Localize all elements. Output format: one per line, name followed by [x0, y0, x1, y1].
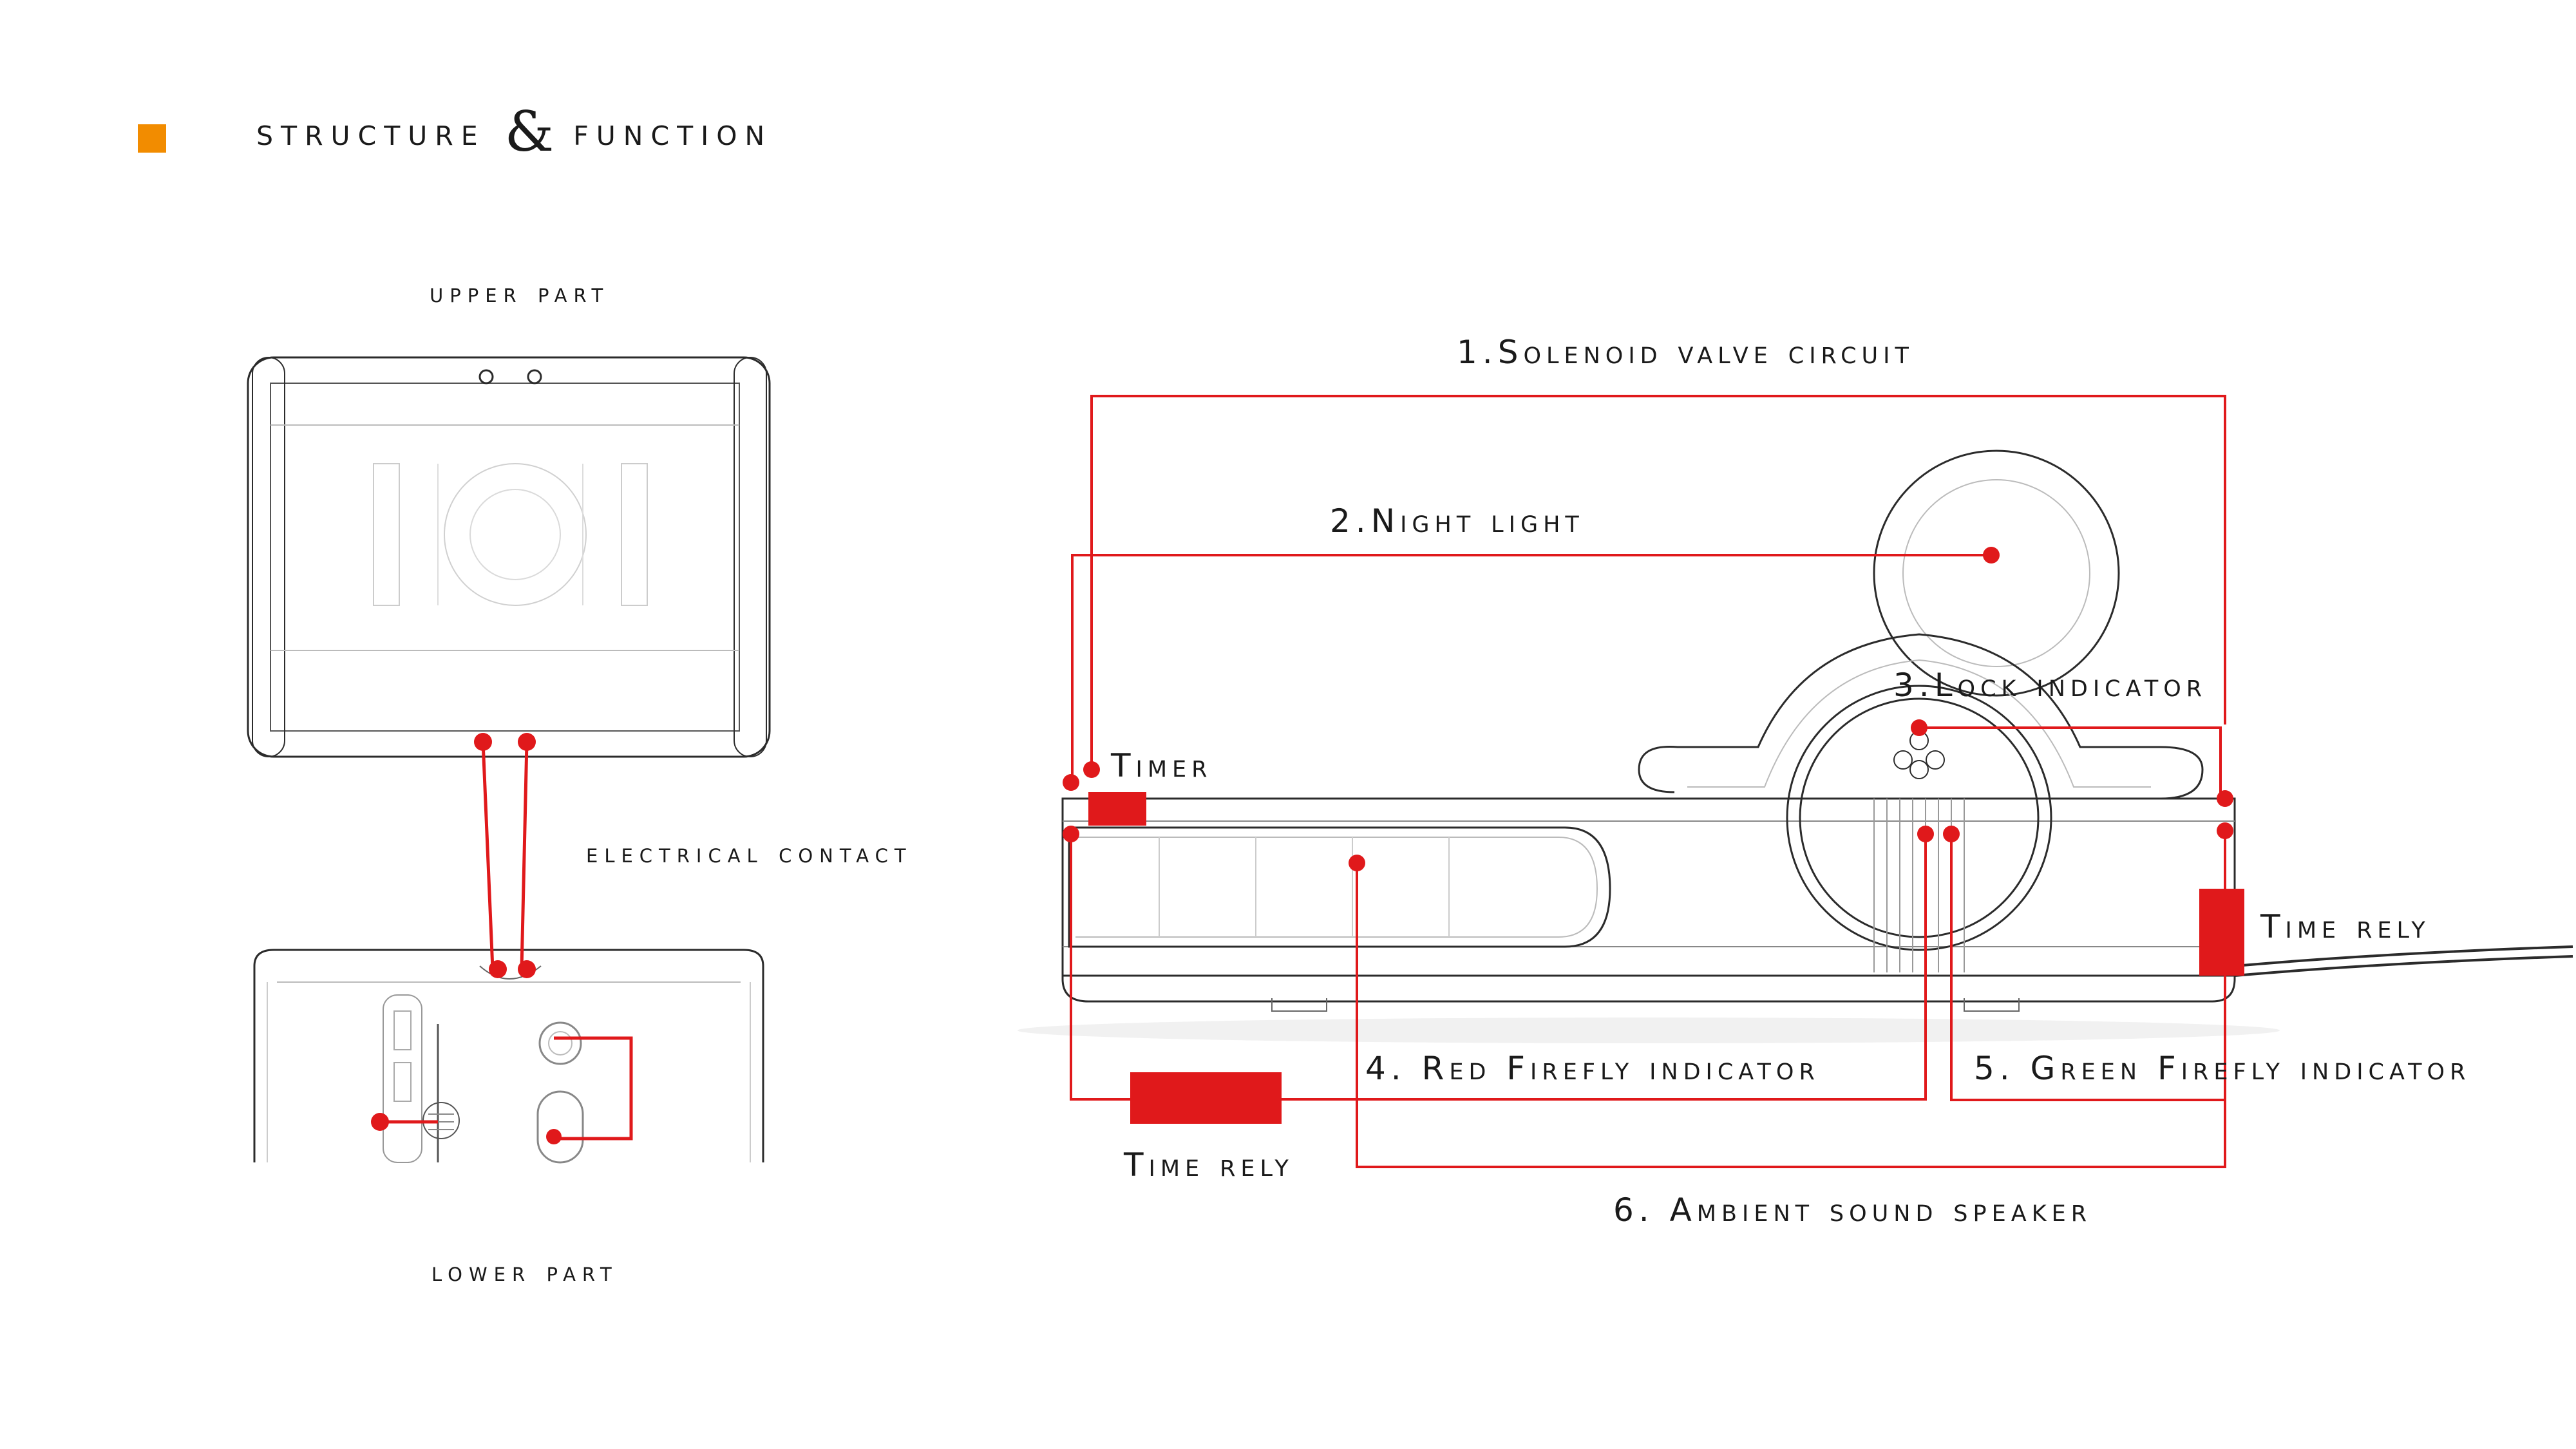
relay-blocks — [1088, 792, 2244, 1124]
time-rely-right-label: Time rely — [2260, 908, 2430, 945]
electrical-contact-label: ELECTRICAL CONTACT — [586, 837, 913, 869]
timer-label: Timer — [1111, 747, 1213, 784]
right-wire-dots — [1063, 547, 2233, 871]
upper-part-drawing — [247, 356, 771, 758]
page-title: STRUCTURE & FUNCTION — [138, 97, 772, 167]
night-light-label: 2.Night light — [1330, 502, 1584, 540]
title-part-1: STRUCTURE — [256, 110, 486, 154]
left-wiring — [380, 741, 633, 1141]
upper-part-label: UPPER PART — [430, 277, 610, 308]
time-rely-block-right — [2199, 889, 2244, 976]
red-firefly-label: 4. Red Firefly indicator — [1365, 1050, 1820, 1087]
ambient-speaker-label: 6. Ambient sound speaker — [1613, 1191, 2092, 1229]
title-part-2: FUNCTION — [573, 110, 773, 154]
lock-indicator-label: 3.Lock indicator — [1893, 667, 2208, 704]
green-firefly-label: 5. Green Firefly indicator — [1974, 1050, 2471, 1087]
lower-part-label: LOWER PART — [431, 1256, 618, 1287]
timer-block — [1088, 792, 1146, 826]
lower-part-drawing — [253, 949, 764, 1164]
right-wiring — [1070, 395, 2226, 1168]
time-rely-bottom-label: Time rely — [1124, 1146, 1294, 1184]
solenoid-valve-label: 1.Solenoid valve circuit — [1457, 334, 1914, 371]
title-bullet — [138, 124, 166, 153]
left-contact-dots — [371, 733, 562, 1144]
main-device-drawing — [1018, 450, 2573, 1043]
time-rely-block-bottom — [1130, 1072, 1282, 1124]
title-ampersand: & — [504, 100, 554, 164]
